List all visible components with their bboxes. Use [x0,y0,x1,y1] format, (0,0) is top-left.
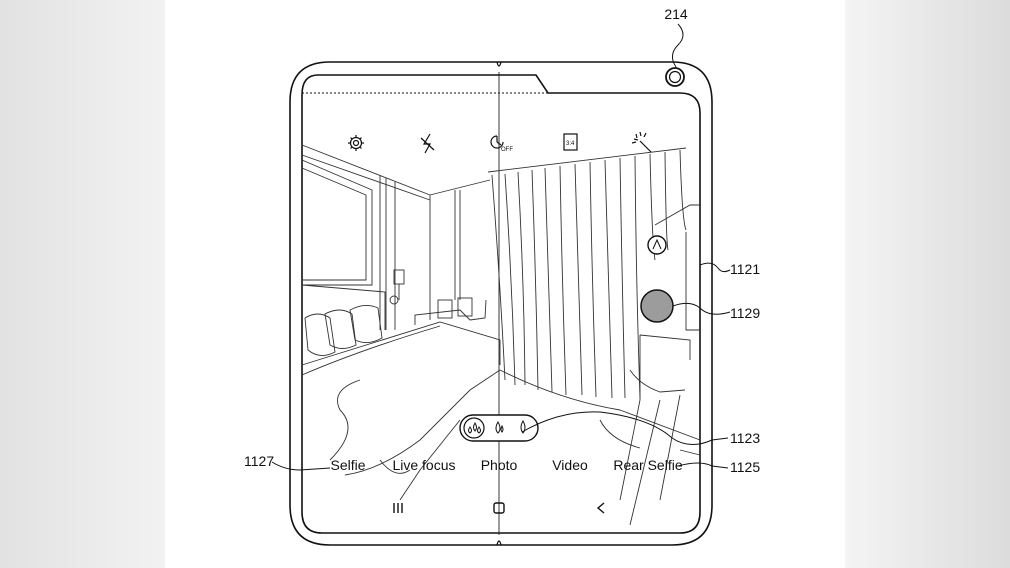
mode-live-focus[interactable]: Live focus [392,457,455,473]
home-icon[interactable] [493,502,505,514]
mode-bar: Selfie Live focus Photo Video Rear Selfi… [330,457,682,473]
ref-1123: 1123 [730,430,760,446]
back-icon[interactable] [596,502,605,514]
mode-photo[interactable]: Photo [481,457,518,473]
fold-hinge [496,61,502,546]
drops-icon[interactable] [468,422,481,434]
timer-off-icon[interactable] [490,135,504,149]
recent-apps-icon[interactable] [393,503,403,513]
ref-1125: 1125 [730,459,760,475]
flash-off-icon[interactable] [420,133,435,154]
aspect-ratio-icon[interactable] [563,133,578,151]
ref-214: 214 [664,6,688,22]
device-outline [289,61,713,546]
filter-wand-icon[interactable] [631,131,652,153]
background-left [0,0,165,568]
shutter-button[interactable] [640,289,674,323]
ref-1121: 1121 [730,261,760,277]
navigation-bar [393,502,605,514]
focus-toggle[interactable] [459,414,539,442]
drop-small-icon[interactable] [520,419,526,434]
background-right [845,0,1010,568]
front-camera [665,67,685,87]
drop-medium-icon[interactable] [495,420,504,434]
ref-1129: 1129 [730,305,760,321]
screen-outline [301,74,701,534]
leader-lines [271,23,731,471]
mode-rear-selfie[interactable]: Rear Selfie [613,457,682,473]
mode-video[interactable]: Video [552,457,588,473]
mode-selfie[interactable]: Selfie [330,457,365,473]
ref-1127: 1127 [244,453,274,469]
ratio-label: 3:4 [566,141,575,147]
camera-toolbar [348,131,652,154]
patent-sheet [165,0,845,568]
camera-switch-button[interactable] [647,235,667,255]
gear-icon[interactable] [348,135,364,151]
camera-preview-scene [301,144,701,526]
timer-off-label: OFF [501,147,513,153]
